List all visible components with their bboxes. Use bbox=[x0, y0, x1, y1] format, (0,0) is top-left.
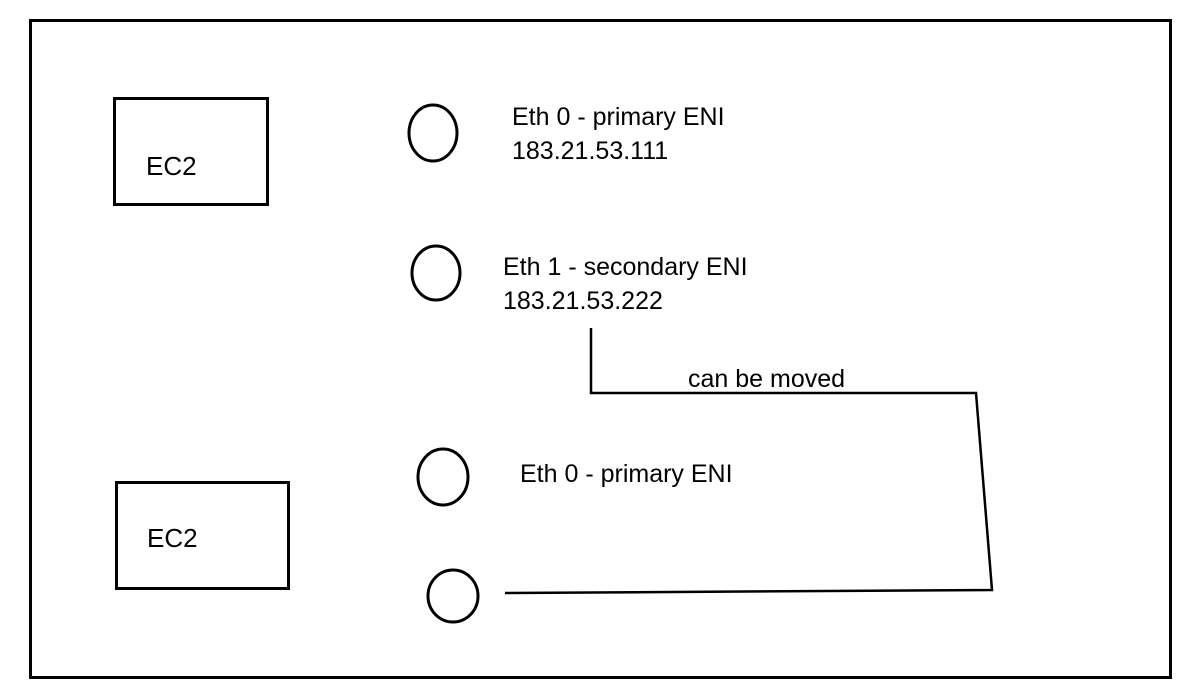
eni-circle-moved-target bbox=[426, 568, 480, 624]
eni-circle-eth1-secondary bbox=[410, 244, 462, 302]
eni-eth0-top-name: Eth 0 - primary ENI bbox=[512, 103, 725, 131]
ec2-box-top bbox=[113, 97, 269, 206]
eni-eth1-secondary-ip: 183.21.53.222 bbox=[503, 287, 663, 315]
ec2-label-bottom: EC2 bbox=[147, 523, 198, 553]
eni-move-connector-line bbox=[504, 328, 994, 595]
eni-eth0-top-block: Eth 0 - primary ENI 183.21.53.111 bbox=[512, 100, 725, 168]
eni-eth1-secondary-name: Eth 1 - secondary ENI bbox=[503, 253, 748, 281]
ec2-label-top: EC2 bbox=[146, 151, 197, 181]
outer-border bbox=[29, 19, 1172, 679]
ec2-box-bottom bbox=[115, 481, 290, 590]
eni-eth0-top-ip: 183.21.53.111 bbox=[512, 137, 669, 165]
eni-circle-eth0-bottom bbox=[416, 447, 470, 507]
eni-eth0-bottom-name: Eth 0 - primary ENI bbox=[520, 460, 733, 488]
eni-circle-eth0-top bbox=[407, 103, 459, 163]
eni-eth1-secondary-block: Eth 1 - secondary ENI 183.21.53.222 bbox=[503, 250, 748, 318]
can-be-moved-label: can be moved bbox=[688, 365, 846, 393]
